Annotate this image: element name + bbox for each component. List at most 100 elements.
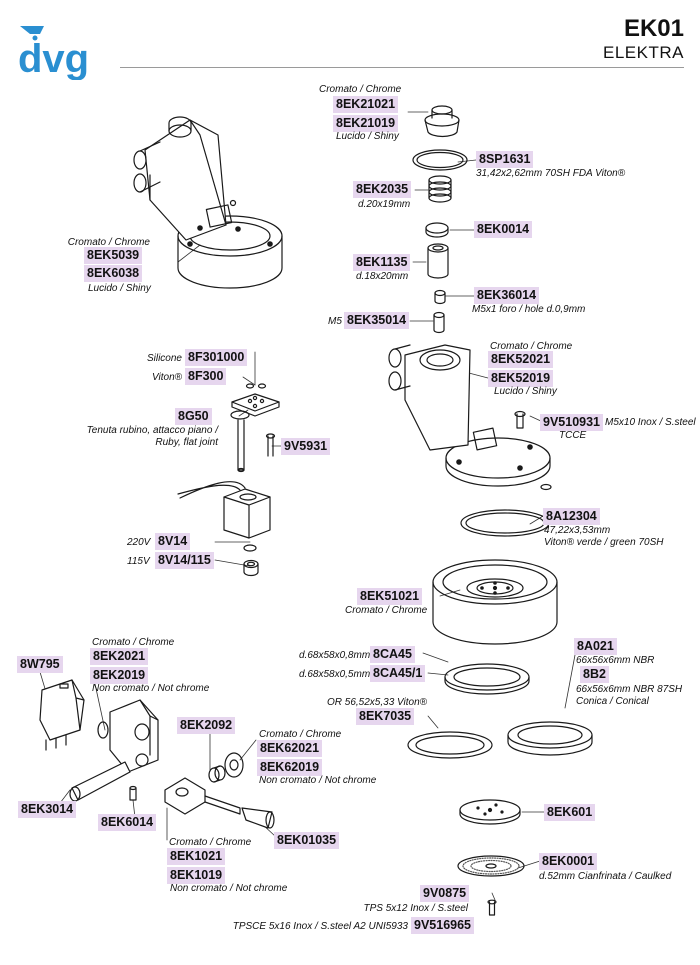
nut	[243, 559, 259, 577]
group-head-8ek51021	[432, 559, 558, 645]
group-body-right	[388, 344, 551, 487]
lever-bracket-8ek2021	[97, 699, 159, 773]
part-8ek6038[interactable]: 8EK6038	[84, 265, 143, 282]
part-8ek3014[interactable]: 8EK3014	[18, 801, 77, 818]
o-ring-8ek7035	[407, 731, 493, 759]
shim-8ca45	[444, 663, 530, 695]
part-8ek2092[interactable]: 8EK2092	[177, 717, 236, 734]
part-8ek7035[interactable]: 8EK7035	[356, 708, 415, 725]
part-8ek6014[interactable]: 8EK6014	[98, 814, 157, 831]
label-o-ring-31: 31,42x2,62mm 70SH FDA Viton®	[476, 168, 626, 179]
micro-switch-8w795	[39, 679, 85, 751]
label-chrome-1021: Cromato / Chrome	[169, 837, 252, 848]
part-8ek62019[interactable]: 8EK62019	[257, 759, 323, 776]
label-d68-05: d.68x58x0,5mm	[299, 669, 371, 680]
part-8b2[interactable]: 8B2	[580, 666, 609, 683]
o-ring-8sp1631	[412, 149, 468, 171]
part-8ek36014[interactable]: 8EK36014	[474, 287, 540, 304]
label-d68-08: d.68x58x0,8mm	[299, 650, 371, 661]
shaft-8ek3014	[69, 761, 131, 802]
part-8ek0014[interactable]: 8EK0014	[474, 221, 533, 238]
part-8ek21019[interactable]: 8EK21019	[333, 115, 399, 132]
part-8ek2021[interactable]: 8EK2021	[90, 648, 149, 665]
part-8ek601[interactable]: 8EK601	[544, 804, 596, 821]
part-8ek01035[interactable]: 8EK01035	[274, 832, 340, 849]
part-9v5931[interactable]: 9V5931	[281, 438, 331, 455]
label-gasket-47: 47,22x3,53mm	[544, 525, 611, 536]
part-8f301000[interactable]: 8F301000	[185, 349, 248, 366]
group-body-chrome	[133, 116, 283, 289]
cam-8ek1021	[164, 777, 241, 815]
shower-screen-8ek0001	[457, 855, 525, 877]
part-8ek51021[interactable]: 8EK51021	[357, 588, 423, 605]
part-8ek1019[interactable]: 8EK1019	[167, 867, 226, 884]
part-8ca45-1[interactable]: 8CA45/1	[370, 665, 426, 682]
label-shiny: Lucido / Shiny	[336, 131, 399, 142]
part-8sp1631[interactable]: 8SP1631	[476, 151, 534, 168]
part-8v14-115[interactable]: 8V14/115	[155, 552, 214, 569]
part-8v14[interactable]: 8V14	[155, 533, 191, 550]
grub-screw-8ek6014	[129, 785, 137, 801]
label-ruby-it: Tenuta rubino, attacco piano /	[86, 425, 218, 436]
part-8ek1135[interactable]: 8EK1135	[353, 254, 411, 271]
screw-head	[540, 483, 552, 491]
part-9v0875[interactable]: 9V0875	[420, 885, 470, 902]
label-220v: 220V	[127, 537, 151, 548]
gasket-8a12304	[460, 509, 550, 537]
label-115v: 115V	[127, 556, 150, 567]
screw-9v510931	[514, 410, 526, 429]
label-caulked: d.52mm Cianfrinata / Caulked	[539, 871, 672, 882]
label-ruby-en: Ruby, flat joint	[155, 437, 218, 448]
label-tps: TPS 5x12 Inox / S.steel	[363, 903, 469, 914]
label-m5x10: M5x10 Inox / S.steel	[605, 417, 696, 428]
grub-screw-8ek36014	[434, 289, 446, 305]
part-8ek0001[interactable]: 8EK0001	[539, 853, 598, 870]
part-8ek21021[interactable]: 8EK21021	[333, 96, 399, 113]
label-ring-66-87: 66x56x6mm NBR 87SH	[576, 684, 683, 695]
part-8a12304[interactable]: 8A12304	[543, 508, 600, 525]
washer	[243, 544, 257, 552]
label-non-chrome-62019: Non cromato / Not chrome	[259, 775, 377, 786]
part-8ek5039[interactable]: 8EK5039	[84, 247, 143, 264]
spring	[428, 175, 452, 203]
label-tpsce: TPSCE 5x16 Inox / S.steel A2 UNI5933	[232, 921, 408, 932]
label-shiny-6038: Lucido / Shiny	[88, 283, 151, 294]
label-chrome-62021: Cromato / Chrome	[259, 729, 342, 740]
solenoid-seals	[245, 383, 267, 389]
label-m5: M5	[328, 316, 342, 327]
part-8ek52019[interactable]: 8EK52019	[488, 370, 554, 387]
part-8ek2019[interactable]: 8EK2019	[90, 667, 149, 684]
spacer-8ek2092	[208, 765, 226, 783]
part-8w795[interactable]: 8W795	[17, 656, 63, 673]
dvg-logo: dvg	[18, 26, 88, 80]
label-chrome-2021: Cromato / Chrome	[92, 637, 175, 648]
part-9v516965[interactable]: 9V516965	[411, 917, 475, 934]
part-8ek2035[interactable]: 8EK2035	[353, 181, 412, 198]
part-9v510931[interactable]: 9V510931	[540, 414, 604, 431]
part-8ek35014[interactable]: 8EK35014	[344, 312, 410, 329]
screws-9v5931	[265, 433, 276, 457]
part-8ek1021[interactable]: 8EK1021	[167, 848, 226, 865]
part-8ek62021[interactable]: 8EK62021	[257, 740, 323, 757]
part-8a021[interactable]: 8A021	[574, 638, 617, 655]
label-tcce: TCCE	[559, 430, 587, 441]
label-or-56: OR 56,52x5,33 Viton®	[327, 697, 428, 708]
label-non-chrome-2019: Non cromato / Not chrome	[92, 683, 210, 694]
model-code: EK01	[623, 15, 684, 42]
part-8ca45[interactable]: 8CA45	[370, 646, 415, 663]
label-silicone: Silicone	[146, 353, 182, 364]
part-8g50[interactable]: 8G50	[175, 408, 212, 425]
label-non-chrome-1019: Non cromato / Not chrome	[170, 883, 288, 894]
logo-text: dvg	[18, 37, 88, 80]
gasket-8a021	[507, 721, 593, 756]
screw-9v0875	[487, 899, 497, 916]
label-chrome-5039: Cromato / Chrome	[67, 237, 150, 248]
part-8f300[interactable]: 8F300	[185, 368, 227, 385]
label-m5-hole: M5x1 foro / hole d.0,9mm	[472, 304, 586, 315]
label-chrome-52021: Cromato / Chrome	[490, 341, 573, 352]
label-bush-dim: d.18x20mm	[356, 271, 409, 282]
part-8ek52021[interactable]: 8EK52021	[488, 351, 554, 368]
valve-plate-8g50	[230, 393, 280, 420]
solenoid-coil-8v14	[177, 481, 271, 539]
